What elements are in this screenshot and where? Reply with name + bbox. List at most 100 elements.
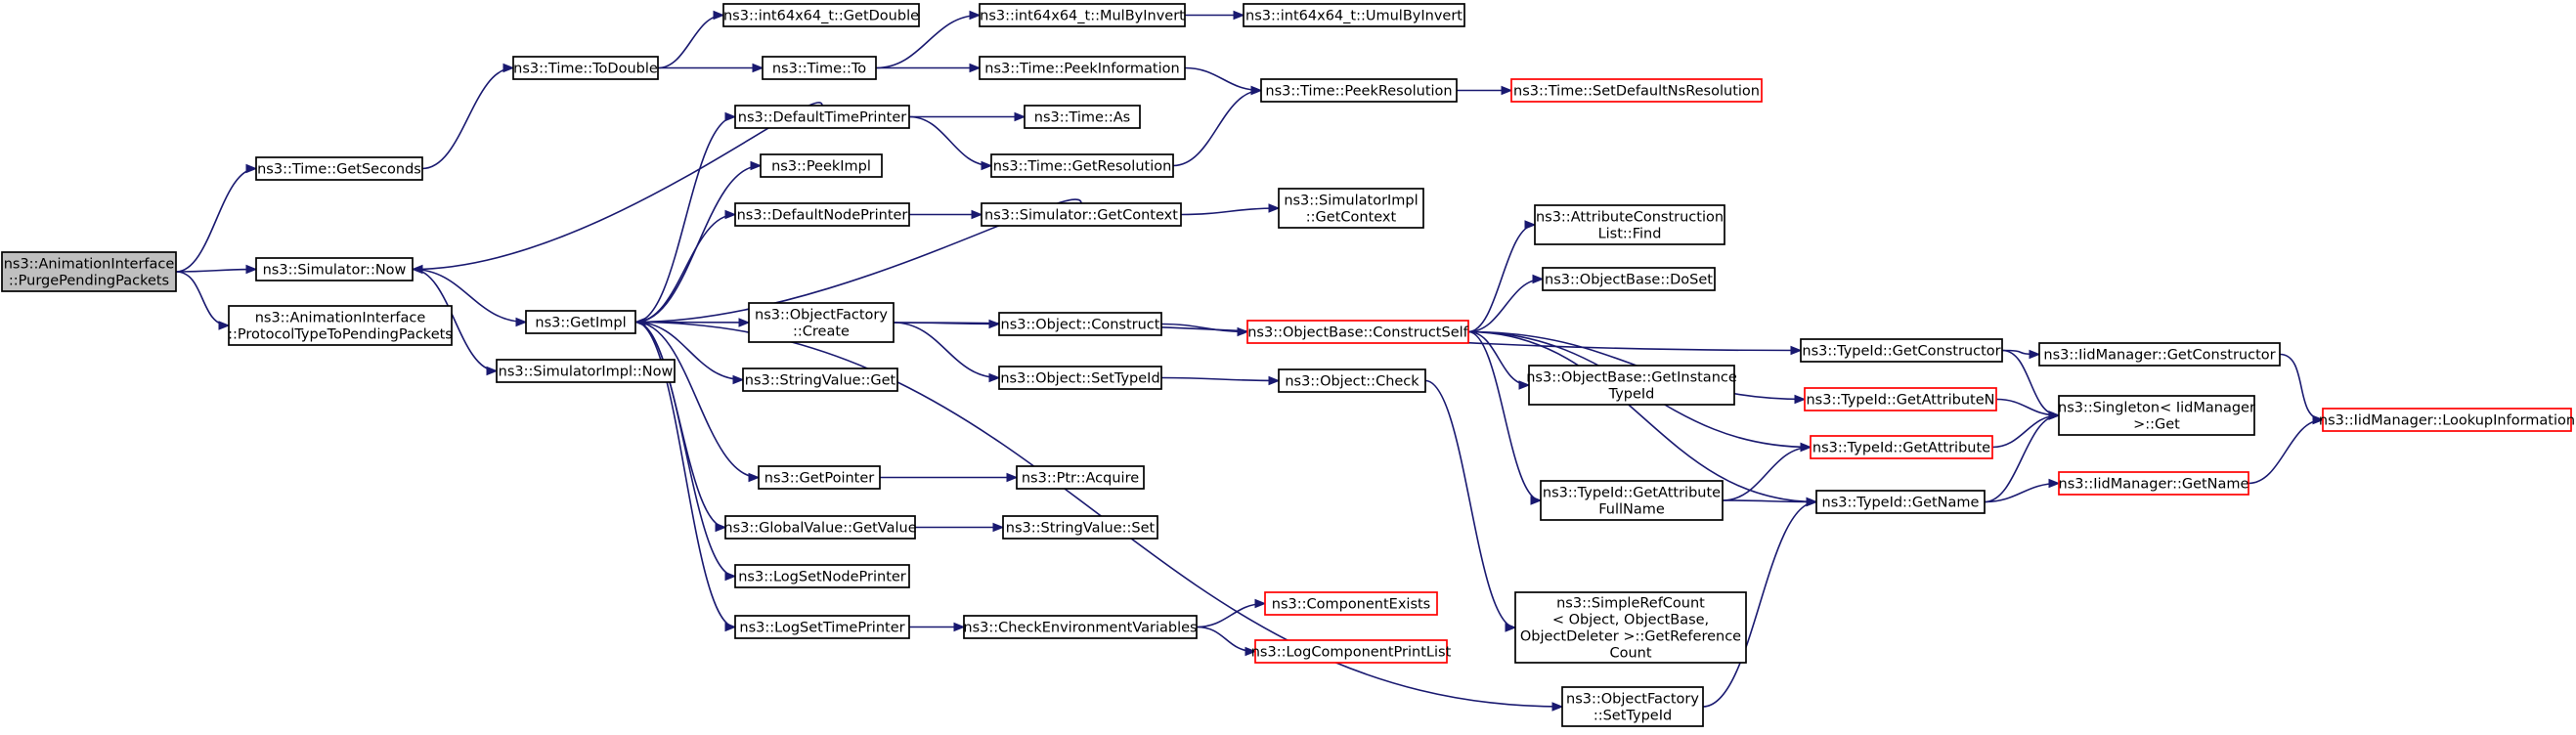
edge-line [1424, 379, 1516, 628]
node-box [760, 153, 883, 178]
node-box [979, 56, 1186, 80]
node-singleton-get[interactable]: ns3::Singleton< IidManager>::Get [2058, 395, 2255, 436]
node-box [1246, 320, 1469, 344]
node-label: >::Get [2133, 416, 2180, 432]
node-objfactory-create[interactable]: ns3::ObjectFactory::Create [748, 302, 895, 343]
node-label: ns3::TypeId::GetAttribute [1543, 485, 1721, 500]
node-simplerefcount[interactable]: ns3::SimpleRefCount< Object, ObjectBase,… [1514, 591, 1747, 664]
edge-line [634, 321, 1563, 708]
edge-objbase_constructself-to-attrconstructionlist_find [1467, 220, 1537, 333]
node-typeid-getattribute[interactable]: ns3::TypeId::GetAttribute [1810, 435, 1993, 459]
node-peekinformation[interactable]: ns3::Time::PeekInformation [979, 56, 1186, 80]
node-iidmanager-getconstructor[interactable]: ns3::IidManager::GetConstructor [2038, 342, 2281, 367]
node-label: ns3::GlobalValue::GetValue [723, 520, 916, 536]
edge-line [893, 322, 1000, 379]
edge-iidmanager_getconstructor-to-iidmanager_lookupinformation [2279, 353, 2325, 425]
node-obj-settypeid[interactable]: ns3::Object::SetTypeId [998, 366, 1162, 390]
node-defaulttimeprinter[interactable]: ns3::DefaultTimePrinter [734, 105, 910, 129]
node-stringvalue-set[interactable]: ns3::StringValue::Set [1002, 515, 1158, 540]
node-iidmanager-lookupinformation[interactable]: ns3::IidManager::LookupInformation [2319, 408, 2575, 432]
node-label: ns3::Time::PeekInformation [984, 61, 1179, 76]
edge-line [175, 268, 257, 273]
node-label: ns3::Simulator::GetContext [984, 207, 1178, 223]
node-defaultnodeprinter[interactable]: ns3::DefaultNodePrinter [734, 202, 910, 227]
edge-typeid_getname-to-singleton_get [1984, 411, 2061, 503]
edge-arrowhead [724, 209, 737, 220]
node-peekimpl[interactable]: ns3::PeekImpl [760, 153, 883, 178]
node-componentexists[interactable]: ns3::ComponentExists [1264, 591, 1438, 616]
node-label: ns3::AttributeConstruction [1536, 209, 1724, 225]
node-peekresolution[interactable]: ns3::Time::PeekResolution [1260, 78, 1458, 103]
node-logcomponentprintlist[interactable]: ns3::LogComponentPrintList [1251, 639, 1452, 664]
node-getpointer[interactable]: ns3::GetPointer [758, 465, 881, 490]
edge-line [1180, 207, 1280, 216]
node-obj-construct[interactable]: ns3::Object::Construct [998, 312, 1162, 336]
node-label: < Object, ObjectBase, [1552, 612, 1709, 627]
node-obj-check[interactable]: ns3::Object::Check [1278, 368, 1426, 393]
node-box [1278, 368, 1426, 393]
node-umulbyinvert[interactable]: ns3::int64x64_t::UmulByInvert [1243, 3, 1465, 27]
node-ptr-acquire[interactable]: ns3::Ptr::Acquire [1016, 465, 1145, 490]
node-label: ::ProtocolTypeToPendingPackets [228, 326, 453, 342]
node-checkenv[interactable]: ns3::CheckEnvironmentVariables [963, 615, 1198, 639]
node-box [2058, 471, 2249, 496]
node-iidmanager-getname[interactable]: ns3::IidManager::GetName [2058, 471, 2249, 496]
edge-line [412, 268, 498, 372]
edge-time_to-to-peekinformation [876, 63, 982, 73]
node-logsettimeprinter[interactable]: ns3::LogSetTimePrinter [734, 615, 910, 639]
node-box [1810, 435, 1993, 459]
node-int-getdouble[interactable]: ns3::int64x64_t::GetDouble [722, 3, 920, 27]
node-sim-now[interactable]: ns3::Simulator::Now [255, 257, 414, 281]
edge-arrowhead [1244, 646, 1257, 657]
node-label: ns3::Time::GetSeconds [257, 161, 421, 177]
node-todouble[interactable]: ns3::Time::ToDouble [512, 56, 659, 80]
node-simimpl-now[interactable]: ns3::SimulatorImpl::Now [496, 359, 676, 383]
node-box [525, 310, 636, 334]
edge-arrowhead [1501, 85, 1513, 96]
node-getimpl[interactable]: ns3::GetImpl [525, 310, 636, 334]
edge-line [634, 115, 736, 324]
node-objbase-doset[interactable]: ns3::ObjectBase::DoSet [1542, 267, 1716, 291]
edge-arrowhead [2048, 411, 2061, 420]
node-box [981, 202, 1182, 227]
edge-line [1722, 446, 1812, 501]
node-box [1510, 78, 1763, 103]
edge-line [657, 14, 724, 69]
node-label: ns3::Ptr::Acquire [1022, 470, 1139, 486]
node-typeid-getattributen[interactable]: ns3::TypeId::GetAttributeN [1804, 387, 1997, 411]
node-globalvalue-getvalue[interactable]: ns3::GlobalValue::GetValue [723, 515, 917, 540]
edge-line [1722, 499, 1817, 503]
node-objbase-constructself[interactable]: ns3::ObjectBase::ConstructSelf [1246, 320, 1469, 344]
edge-arrowhead [1254, 598, 1267, 609]
edge-arrowhead [1237, 326, 1249, 337]
node-setdefaultnsresolution[interactable]: ns3::Time::SetDefaultNsResolution [1510, 78, 1763, 103]
edge-time_to-to-mulbyinvert [875, 10, 982, 69]
node-getseconds[interactable]: ns3::Time::GetSeconds [255, 156, 423, 181]
node-box [990, 153, 1174, 178]
edge-arrowhead [1800, 442, 1812, 453]
node-typeid-getconstructor[interactable]: ns3::TypeId::GetConstructor [1800, 338, 2003, 363]
node-label: ns3::SimpleRefCount [1556, 595, 1705, 611]
node-stringvalue-get[interactable]: ns3::StringValue::Get [742, 368, 898, 392]
node-sim-getcontext[interactable]: ns3::Simulator::GetContext [981, 202, 1182, 227]
node-label: ns3::Time::SetDefaultNsResolution [1513, 83, 1760, 99]
node-time-as[interactable]: ns3::Time::As [1024, 105, 1141, 129]
node-box [496, 359, 676, 383]
node-box [1243, 3, 1465, 27]
node-time-to[interactable]: ns3::Time::To [762, 56, 877, 80]
node-logsetnodeprinter[interactable]: ns3::LogSetNodePrinter [734, 564, 910, 588]
node-getresolution[interactable]: ns3::Time::GetResolution [990, 153, 1174, 178]
edge-arrowhead [2048, 478, 2061, 489]
node-simimpl-getcontext[interactable]: ns3::SimulatorImpl::GetContext [1278, 188, 1424, 229]
node-typeid-getname[interactable]: ns3::TypeId::GetName [1815, 490, 1986, 514]
node-label: ns3::ComponentExists [1272, 596, 1431, 612]
node-label: ns3::Singleton< IidManager [2058, 400, 2255, 415]
edge-line [634, 321, 744, 381]
edge-arrowhead [1790, 345, 1803, 356]
node-proto[interactable]: ns3::AnimationInterface::ProtocolTypeToP… [228, 305, 453, 346]
node-mulbyinvert[interactable]: ns3::int64x64_t::MulByInvert [979, 3, 1186, 27]
node-objfactory-settypeid[interactable]: ns3::ObjectFactory::SetTypeId [1561, 686, 1704, 727]
